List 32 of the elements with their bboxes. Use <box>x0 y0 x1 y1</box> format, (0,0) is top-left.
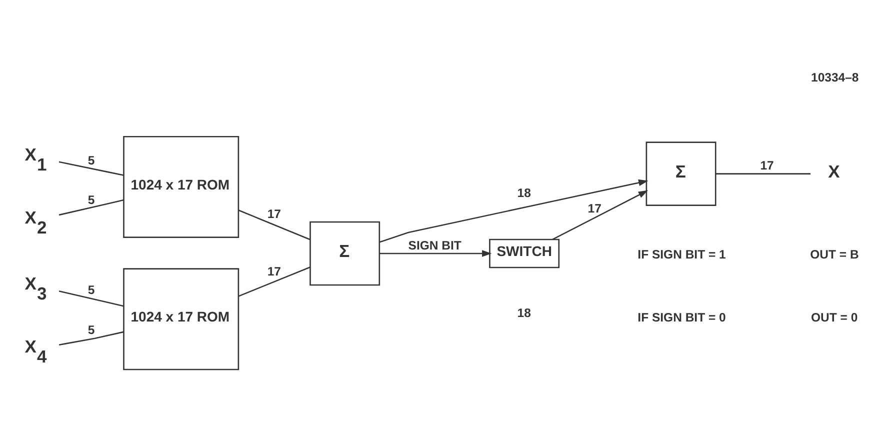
edge-label: 5 <box>88 192 95 207</box>
edge-label: 5 <box>88 323 95 338</box>
connector <box>58 290 124 307</box>
edge-label: 5 <box>88 153 95 168</box>
node-text: X <box>828 161 840 182</box>
arrow <box>379 179 648 243</box>
label: 10334–8 <box>811 70 859 85</box>
arrow <box>552 190 648 240</box>
edge-label: 18 <box>517 186 531 200</box>
edge-label: 5 <box>88 282 95 297</box>
connector <box>238 266 310 297</box>
label: IF SIGN BIT = 0 <box>638 310 726 325</box>
label: 18 <box>517 306 531 320</box>
label: IF SIGN BIT = 1 <box>638 247 726 262</box>
node-box: 1024 x 17 ROM <box>123 136 240 238</box>
edge-label: 17 <box>267 206 281 221</box>
node-box: Σ <box>646 142 716 206</box>
edge-label: 17 <box>588 202 602 216</box>
edge-label: 17 <box>760 158 774 173</box>
label: OUT = 0 <box>811 310 858 325</box>
connector <box>58 161 124 176</box>
connector <box>58 331 124 346</box>
node-box: Σ <box>310 221 380 286</box>
connector <box>58 199 124 216</box>
node-box: 1024 x 17 ROM <box>123 268 240 370</box>
connector <box>238 210 310 240</box>
arrow <box>380 250 492 257</box>
edge-label: SIGN BIT <box>408 238 462 252</box>
edge-label: 17 <box>267 264 281 279</box>
connector <box>716 173 811 174</box>
label: OUT = B <box>810 247 859 262</box>
node-box: SWITCH <box>489 238 560 268</box>
